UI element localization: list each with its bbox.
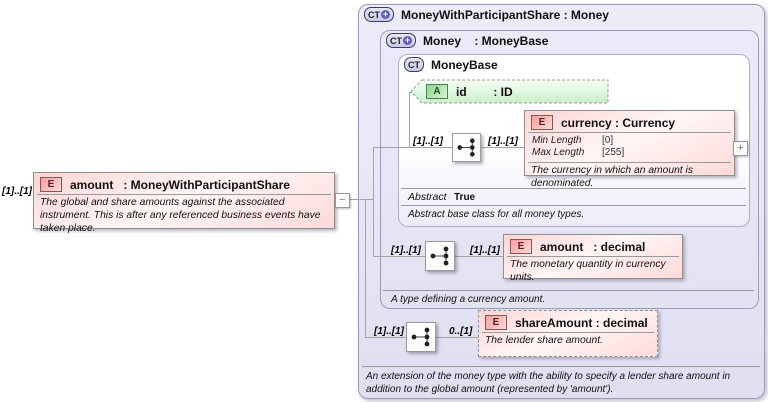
money-ct-title-text: Money : MoneyBase [423,33,549,48]
sequence-compositor[interactable] [425,241,455,271]
connector-line [365,337,406,338]
money-description: A type defining a currency amount. [391,294,546,305]
abstract-value: True [454,192,476,203]
connector-line [373,147,453,148]
root-element-description: The global and share amounts against the… [40,197,321,234]
sequence-icon [452,133,481,162]
separator [507,256,679,257]
complextype-badge: CT [404,57,424,72]
facet-row: Max Length [255] [532,147,727,159]
sequence-icon [406,322,436,352]
connector-line [373,256,425,257]
cardinality-label: 0..[1] [449,326,473,337]
sequence-icon [425,241,455,271]
shareamount-element-title: shareAmount : decimal [515,315,648,330]
collapse-button[interactable]: − [335,193,350,208]
facet-label: Min Length [532,135,582,146]
cardinality-label: [1]..[1] [2,186,32,197]
connector-line [365,199,366,338]
connector-line [436,337,478,338]
separator [528,162,731,163]
expand-button[interactable]: + [733,141,748,156]
facet-value: [0] [602,135,614,146]
amount-element-title: amount : decimal [540,239,646,254]
extension-plus-icon: + [403,35,412,45]
connector-line [481,147,524,148]
amount-element-header: E amount : decimal [504,235,682,256]
sequence-compositor[interactable] [406,322,436,352]
extension-plus-icon: + [381,9,390,19]
amount-element-description: The monetary quantity in currency units. [510,259,666,283]
abstract-label: Abstract [408,191,447,203]
facet-value: [255] [602,147,625,158]
shareamount-element-box[interactable]: E shareAmount : decimal The lender share… [478,310,658,357]
currency-element-title: currency : Currency [561,115,676,130]
element-badge: E [40,177,62,192]
id-attribute-title: id : ID [456,84,513,99]
root-element-header: E amount : MoneyWithParticipantShare [34,173,334,194]
id-attribute[interactable]: A id : ID [410,79,612,105]
money-ct-title[interactable]: CT + Money : MoneyBase [386,33,548,48]
element-badge: E [531,115,553,130]
root-element-title: amount : MoneyWithParticipantShare [70,177,290,192]
separator [401,205,746,206]
facet-label: Max Length [532,147,585,158]
outer-ct-title-text: MoneyWithParticipantShare : Money [401,7,609,22]
sequence-compositor[interactable] [452,133,481,162]
currency-element-header: E currency : Currency [525,111,734,132]
connector-line [373,147,374,257]
moneybase-ct-title-text: MoneyBase [431,57,498,72]
element-badge: E [485,315,507,330]
outer-description: An extension of the money type with the … [366,371,731,395]
separator [482,332,654,333]
outer-ct-title[interactable]: CT + MoneyWithParticipantShare : Money [364,7,609,22]
separator [528,132,731,133]
cardinality-label: [1]..[1] [391,245,421,256]
cardinality-label: [1]..[1] [488,136,518,147]
cardinality-label: [1]..[1] [470,245,500,256]
cardinality-label: [1]..[1] [374,326,404,337]
amount-element-box[interactable]: E amount : decimal The monetary quantity… [503,234,683,283]
moneybase-ct-title[interactable]: CT MoneyBase [404,57,498,72]
complextype-badge: CT + [386,33,416,48]
attribute-shape [410,79,609,104]
moneybase-description: Abstract base class for all money types. [408,209,585,220]
connector-line [455,256,503,257]
cardinality-label: [1]..[1] [413,136,443,147]
connector-line [349,199,373,200]
attribute-badge: A [426,84,448,99]
facet-table: Min Length [0] Max Length [255] [525,133,734,162]
element-badge: E [510,239,532,254]
shareamount-element-description: The lender share amount. [485,335,603,346]
separator [37,194,331,195]
facet-row: Min Length [0] [532,135,727,147]
connector-line [409,92,410,148]
root-element-box[interactable]: E amount : MoneyWithParticipantShare The… [33,172,335,234]
complextype-badge: CT + [364,7,394,22]
separator [401,188,746,189]
shareamount-element-header: E shareAmount : decimal [479,311,657,332]
currency-element-box[interactable]: E currency : Currency Min Length [0] Max… [524,110,735,189]
separator [383,290,754,291]
separator [362,366,760,367]
currency-element-description: The currency in which an amount is denom… [531,165,693,189]
abstract-row: Abstract True [408,191,475,203]
